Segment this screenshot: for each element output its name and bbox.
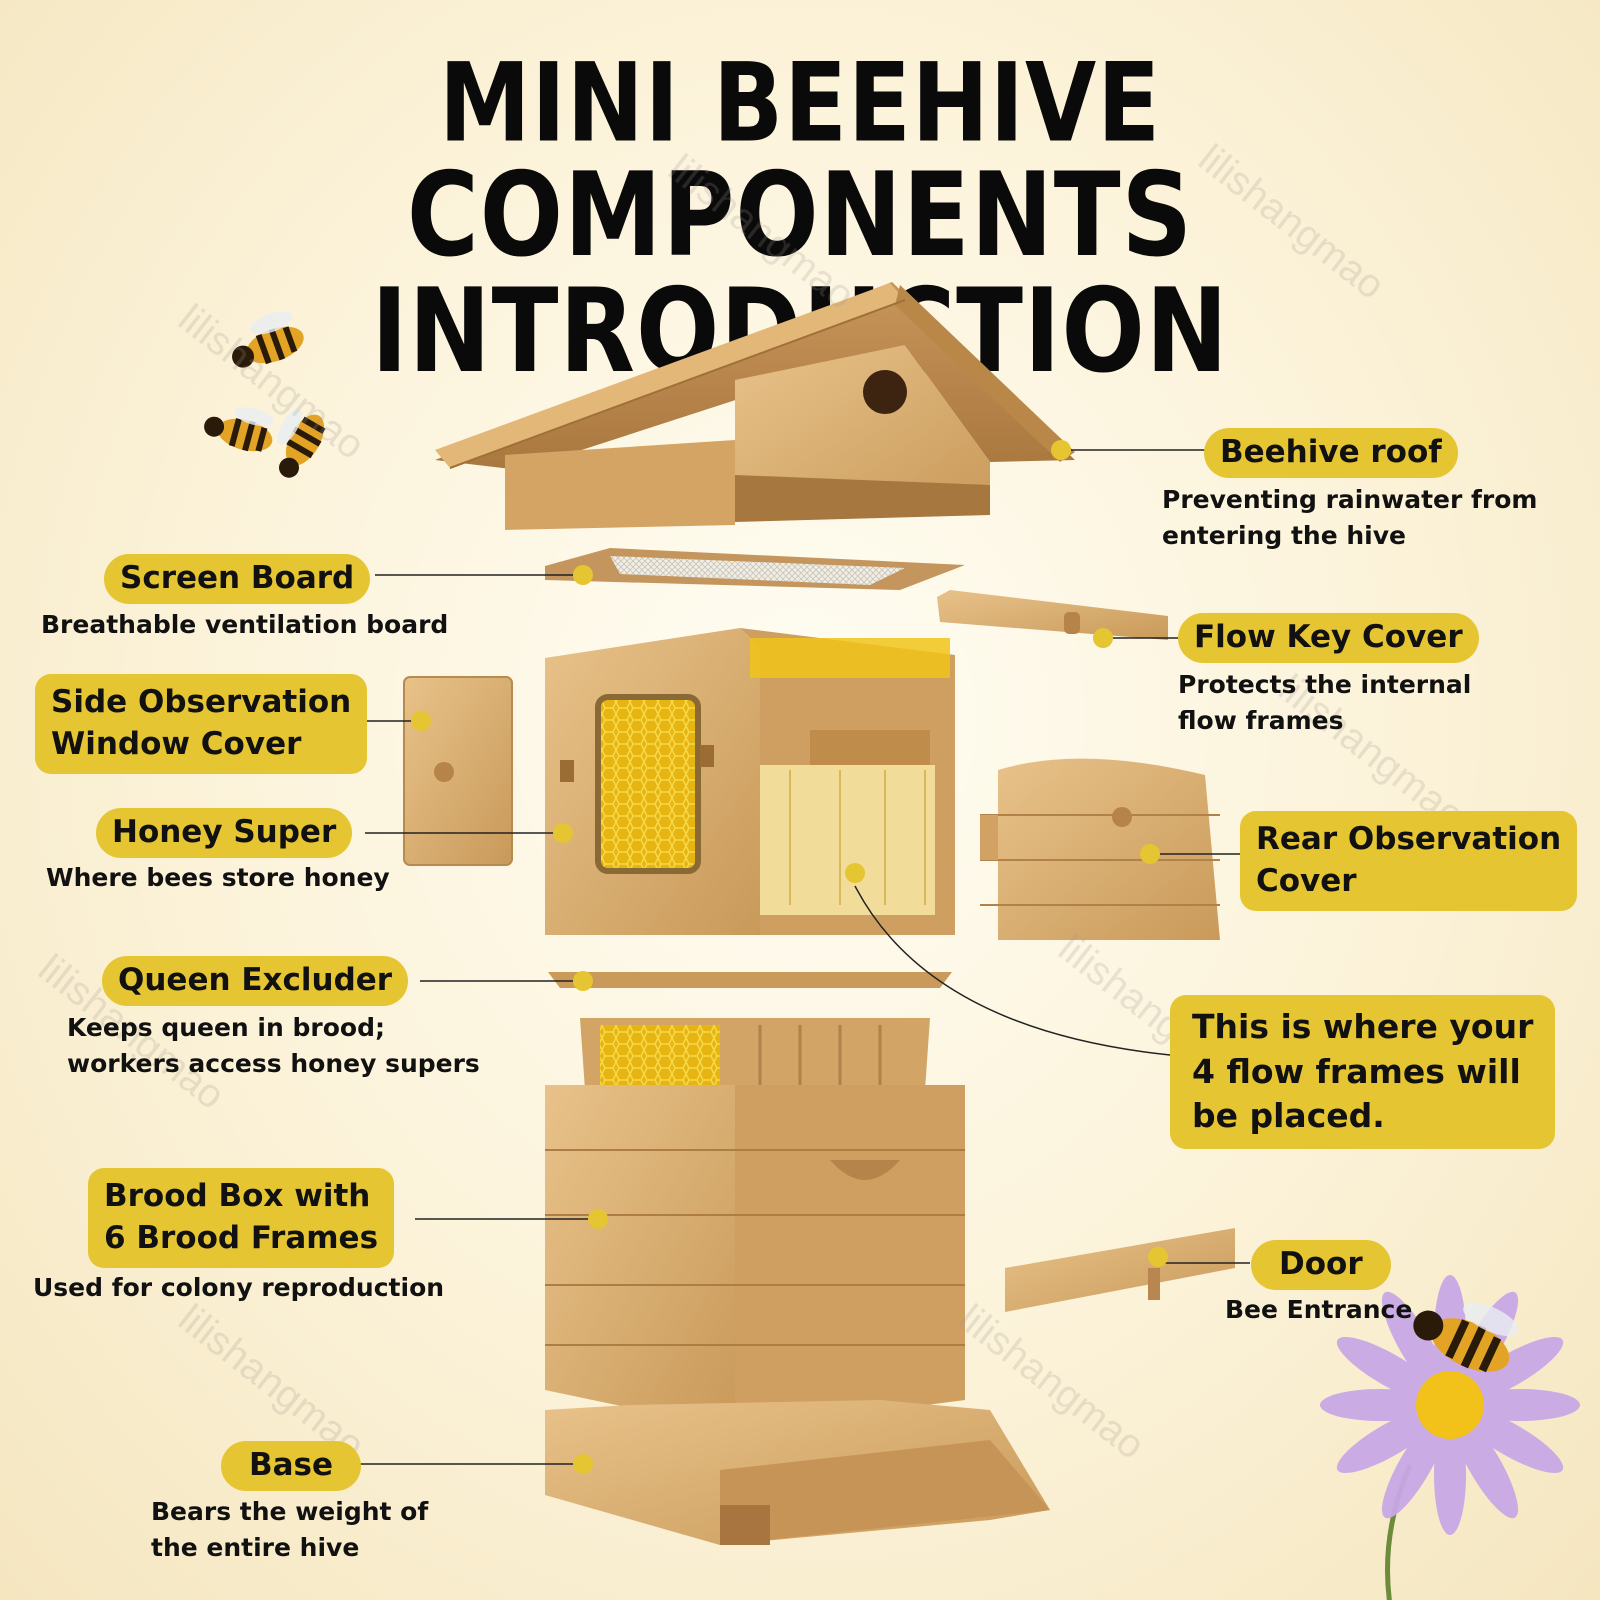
beehive-roof: [435, 282, 1075, 530]
screen-board: [545, 548, 965, 590]
leader-lines: [352, 449, 1250, 1465]
base-desc: Bears the weight of the entire hive: [151, 1497, 429, 1562]
bee-icon: [204, 407, 274, 452]
flower-icon: [1320, 1275, 1580, 1600]
door-slat: [1005, 1228, 1235, 1312]
queen-excluder-desc: Keeps queen in brood; workers access hon…: [67, 1013, 480, 1078]
bee-icon: [232, 311, 304, 368]
queen-excluder: [548, 972, 952, 988]
beehive-roof-label: Beehive roof: [1204, 428, 1458, 478]
brood-box-desc: Used for colony reproduction: [33, 1273, 445, 1302]
brood-box: [545, 1018, 965, 1430]
side-window-cover-label: Side Observation Window Cover: [35, 674, 368, 774]
screen-board-label: Screen Board: [104, 554, 371, 604]
rear-cover: [980, 758, 1220, 940]
base-stand: [545, 1400, 1050, 1545]
flow-key-cover: [937, 590, 1168, 640]
flow-frames-note: This is where your 4 flow frames will be…: [1170, 995, 1556, 1149]
door-label: Door: [1251, 1240, 1391, 1290]
bee-icon: [277, 408, 326, 478]
title-line-1: MINI BEEHIVE: [438, 40, 1162, 167]
marker-dots: [411, 440, 1168, 1474]
beehive-roof-desc: Preventing rainwater from entering the h…: [1162, 485, 1538, 550]
brood-box-label: Brood Box with 6 Brood Frames: [88, 1168, 395, 1268]
queen-excluder-label: Queen Excluder: [102, 956, 409, 1006]
flow-key-cover-desc: Protects the internal flow frames: [1178, 670, 1472, 735]
flow-key-cover-label: Flow Key Cover: [1178, 613, 1479, 663]
honey-super-label: Honey Super: [96, 808, 353, 858]
title-line-2: COMPONENTS INTRODUCTION: [371, 148, 1228, 389]
screen-board-desc: Breathable ventilation board: [41, 610, 449, 639]
side-window-cover: [403, 676, 513, 866]
rear-cover-label: Rear Observation Cover: [1240, 811, 1578, 911]
honey-super-desc: Where bees store honey: [46, 863, 390, 892]
honey-super-box: [545, 628, 955, 935]
base-label: Base: [221, 1441, 362, 1491]
door-desc: Bee Entrance: [1225, 1295, 1413, 1324]
